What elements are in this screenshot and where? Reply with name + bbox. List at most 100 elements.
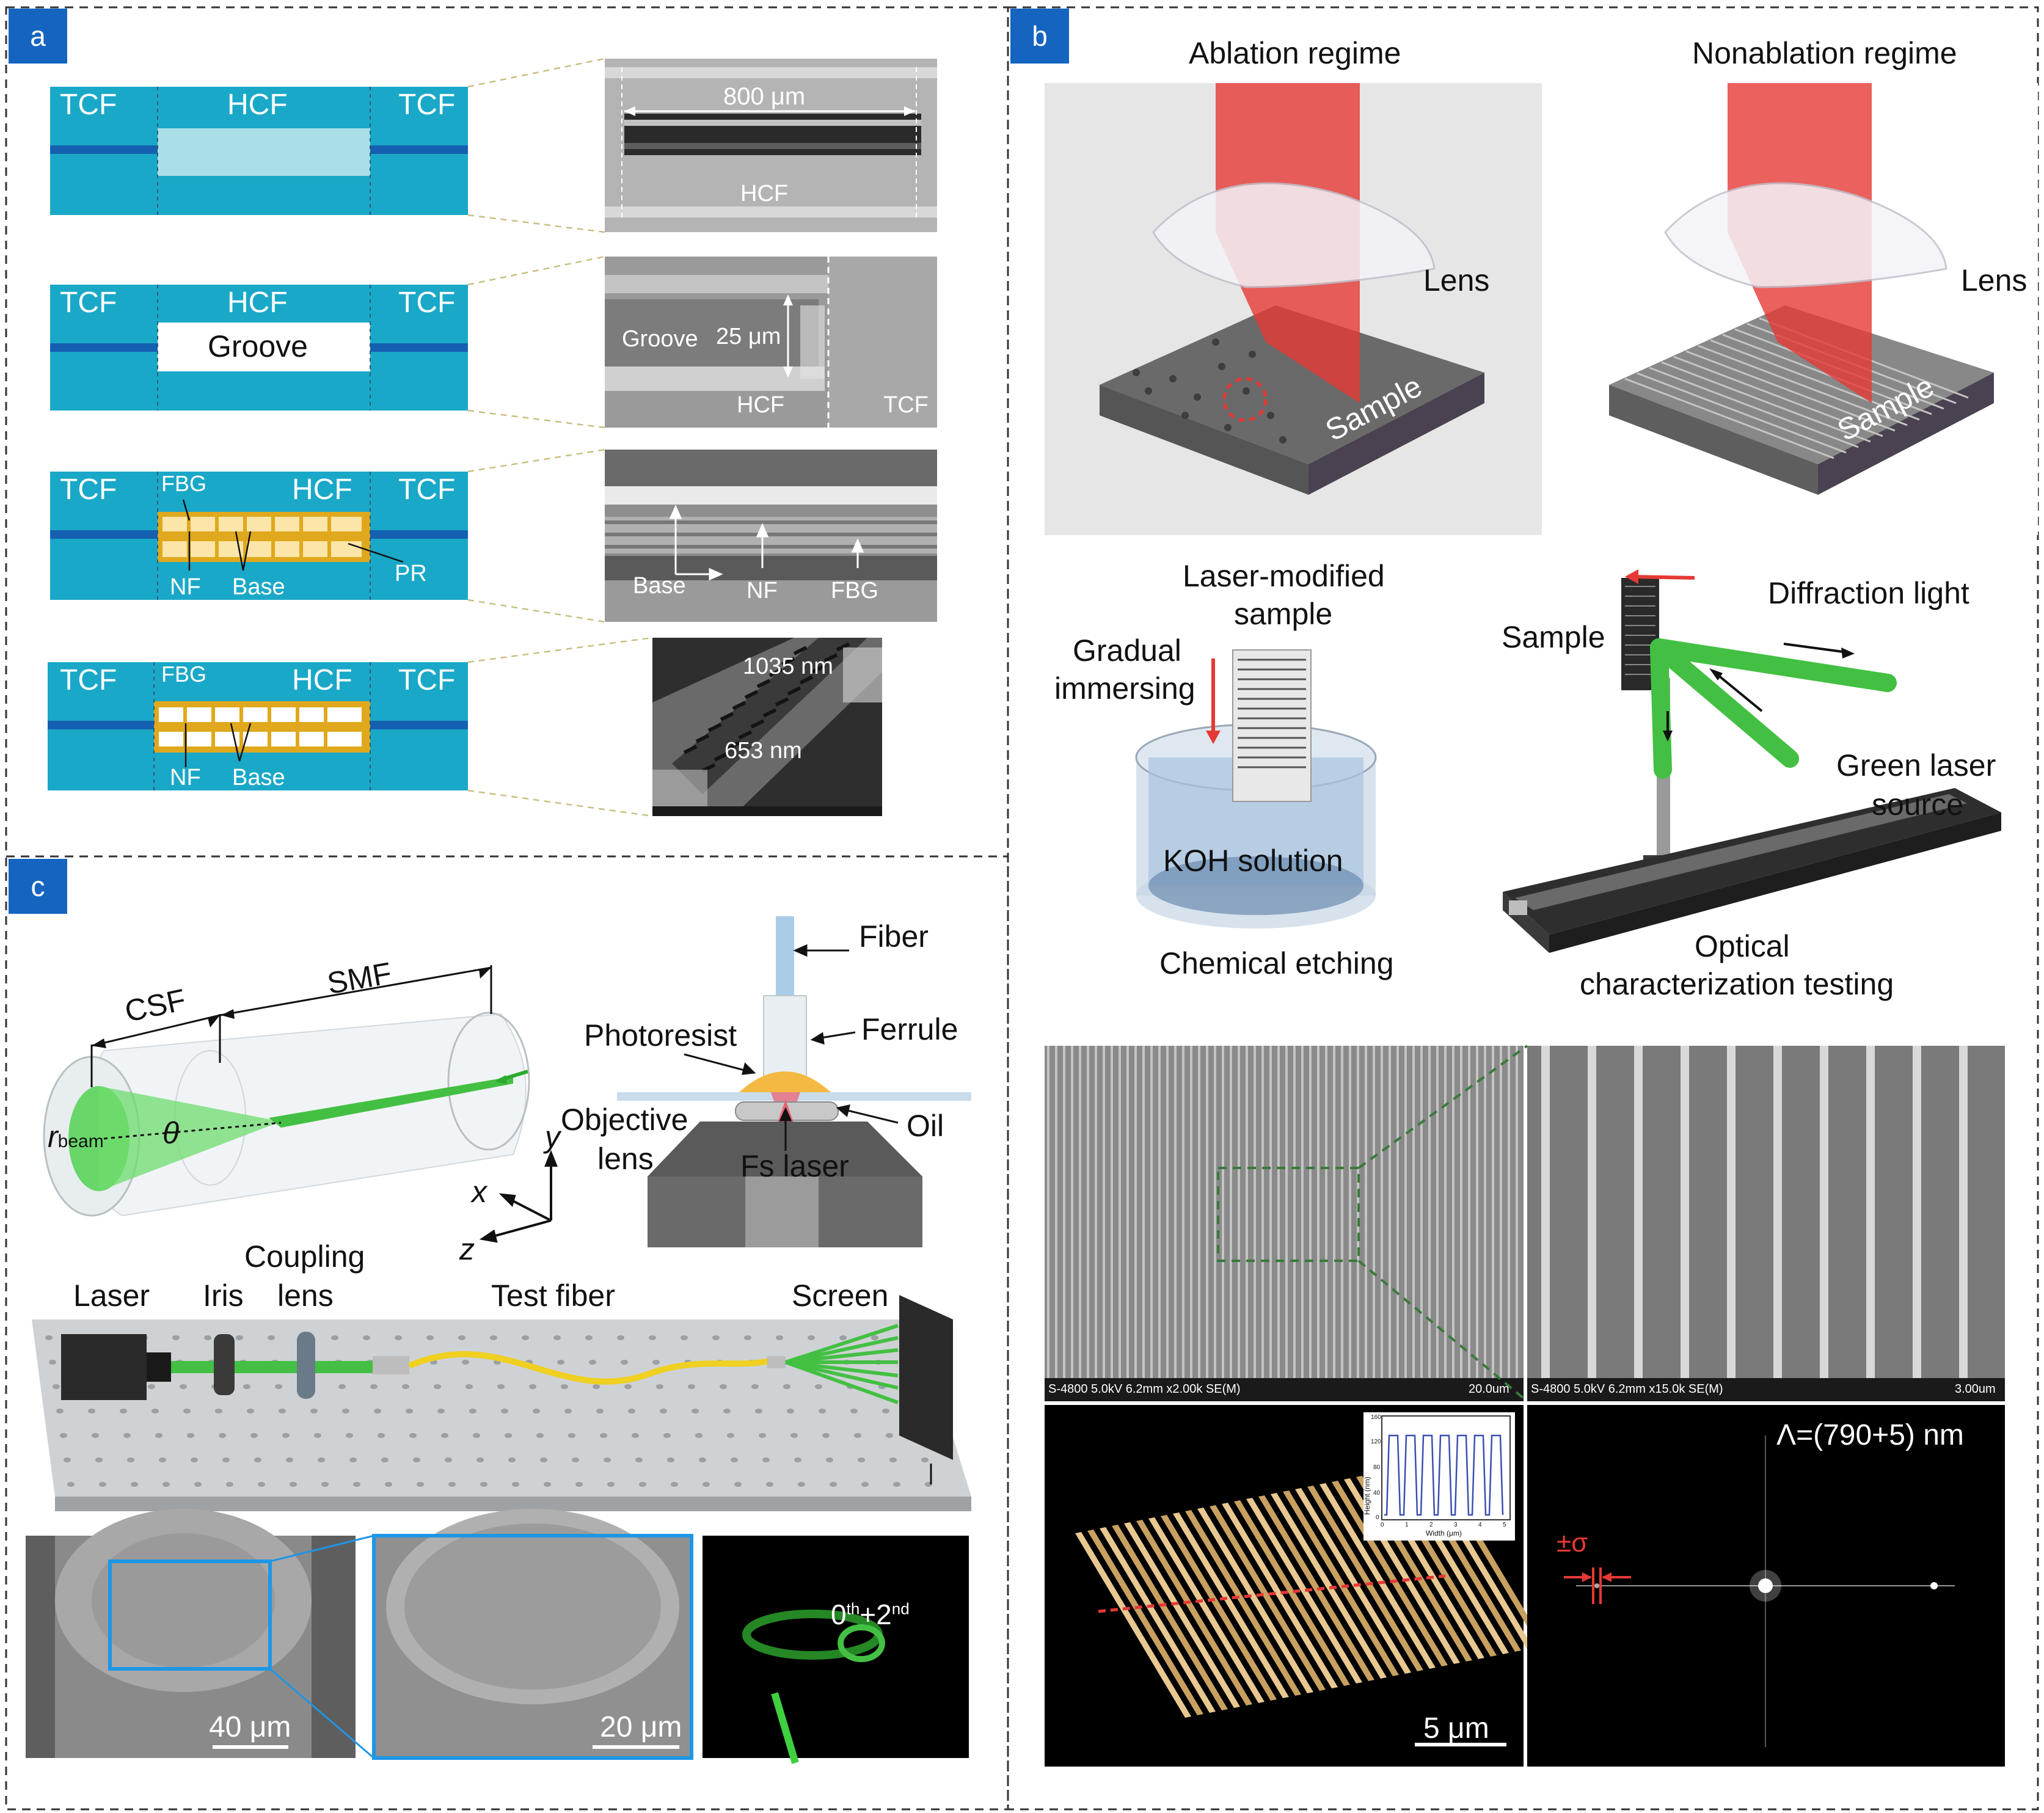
m1-length: 800 μm xyxy=(723,83,806,110)
afm-image xyxy=(1045,1405,1546,1767)
laser-modified-1: Laser-modified xyxy=(1183,559,1385,593)
afm-xtick-5: 5 xyxy=(1503,1522,1506,1528)
koh-label: KOH solution xyxy=(1163,844,1343,878)
panel-b-tag: b xyxy=(1010,9,1069,64)
optical-table xyxy=(32,1295,971,1511)
ablation-illustration xyxy=(1045,83,1542,535)
r-beam-label: rbeam xyxy=(48,1120,104,1154)
setup-screen: Screen xyxy=(792,1279,889,1313)
d4-left: TCF xyxy=(60,664,117,696)
fiber-diagram-2 xyxy=(50,285,468,410)
gradual-1: Gradual xyxy=(1073,633,1181,668)
m2-groove: Groove xyxy=(622,326,698,352)
panel-a-tag: a xyxy=(9,9,67,64)
d3-mid: HCF xyxy=(292,473,352,506)
d1-mid: HCF xyxy=(227,89,288,121)
axis-z-label: z xyxy=(459,1232,475,1266)
r-beam-sub: beam xyxy=(57,1131,104,1151)
sem-scale-left: 20.0um xyxy=(1469,1382,1509,1396)
d1-right: TCF xyxy=(398,89,456,121)
micrograph-1 xyxy=(605,59,937,232)
micrograph-4 xyxy=(652,638,882,816)
d2-left: TCF xyxy=(60,286,117,319)
afm-xtick-2: 2 xyxy=(1429,1522,1433,1528)
objective-label-2: lens xyxy=(597,1142,654,1176)
afm-xtick-1: 1 xyxy=(1405,1522,1409,1528)
d1-left: TCF xyxy=(60,89,117,121)
optical-caption-2: characterization testing xyxy=(1580,967,1894,1001)
ferrule-label: Ferrule xyxy=(861,1012,958,1046)
axis-x-label: x xyxy=(472,1175,487,1209)
m3-nf: NF xyxy=(746,578,778,604)
afm-ytick-160: 160 xyxy=(1371,1414,1381,1421)
afm-ytick-40: 40 xyxy=(1373,1490,1381,1497)
sem-image-left xyxy=(1045,1045,1528,1403)
afm-inset-xlabel: Width (μm) xyxy=(1426,1529,1462,1538)
m2-depth: 25 μm xyxy=(716,324,781,349)
groove-label: Groove xyxy=(208,329,308,363)
m1-hcf: HCF xyxy=(740,181,789,206)
fft-image xyxy=(1527,1405,2005,1767)
afm-ytick-120: 120 xyxy=(1371,1439,1381,1445)
ablation-title: Ablation regime xyxy=(1189,36,1401,70)
chemical-etching-illustration xyxy=(1135,649,1377,928)
d4-right: TCF xyxy=(398,664,456,696)
m3-base: Base xyxy=(633,573,686,599)
afm-ytick-0: 0 xyxy=(1376,1514,1379,1521)
optical-sample-label: Sample xyxy=(1502,620,1605,654)
sem-info-left: S-4800 5.0kV 6.2mm x2.00k SE(M) xyxy=(1048,1382,1241,1396)
diffraction-order-label: 0th+2nd xyxy=(831,1599,910,1630)
setup-coupling-2: lens xyxy=(277,1279,334,1313)
panel-c-tag: c xyxy=(9,859,67,914)
d4-base: Base xyxy=(232,765,285,790)
fiber-sem-1 xyxy=(26,1509,356,1758)
d4-fbg: FBG xyxy=(161,662,207,687)
axes-icon xyxy=(479,1150,558,1243)
d2-right: TCF xyxy=(398,286,456,319)
afm-scale: 5 μm xyxy=(1423,1712,1489,1745)
fiber-sem-2 xyxy=(372,1509,693,1760)
afm-xtick-4: 4 xyxy=(1478,1522,1482,1528)
photoresist-label: Photoresist xyxy=(584,1018,737,1052)
theta-label: θ xyxy=(162,1116,180,1150)
writing-setup xyxy=(617,916,971,1247)
green-laser-2: source xyxy=(1872,787,1964,822)
setup-test-fiber: Test fiber xyxy=(491,1279,615,1313)
scale-20um: 20 μm xyxy=(600,1711,682,1743)
nonablation-title: Nonablation regime xyxy=(1692,36,1957,70)
sem-scale-right: 3.00um xyxy=(1955,1382,1996,1396)
lens-label-2: Lens xyxy=(1961,263,2028,297)
d3-left: TCF xyxy=(60,473,117,506)
gradual-2: immersing xyxy=(1054,671,1195,706)
objective-label-1: Objective xyxy=(561,1103,688,1137)
m2-hcf: HCF xyxy=(737,392,785,418)
oil-label: Oil xyxy=(907,1109,944,1143)
fft-period: Λ=(790+5) nm xyxy=(1776,1419,1964,1451)
micrograph-3 xyxy=(605,450,937,622)
setup-iris-label: Iris xyxy=(203,1279,244,1313)
m4-d2: 653 nm xyxy=(725,738,802,764)
fiber-cylinder xyxy=(43,965,530,1217)
afm-xtick-3: 3 xyxy=(1454,1522,1458,1528)
d3-pr: PR xyxy=(395,561,427,586)
fiber-diagram-3 xyxy=(50,472,468,600)
afm-ytick-80: 80 xyxy=(1373,1464,1381,1471)
laser-modified-2: sample xyxy=(1234,597,1333,631)
optical-caption-1: Optical xyxy=(1695,929,1790,963)
diffraction-screen-image xyxy=(703,1536,969,1764)
fs-laser-label: Fs laser xyxy=(740,1149,849,1183)
fiber-label: Fiber xyxy=(859,919,929,954)
d2-mid: HCF xyxy=(227,286,288,319)
d3-fbg: FBG xyxy=(161,471,207,496)
optical-testing-illustration xyxy=(1503,569,2001,953)
d4-nf: NF xyxy=(170,765,201,790)
afm-xtick-0: 0 xyxy=(1381,1522,1384,1528)
d3-base: Base xyxy=(232,574,285,600)
lens-label-1: Lens xyxy=(1423,263,1490,297)
green-laser-1: Green laser xyxy=(1836,748,1996,782)
diffraction-label: Diffraction light xyxy=(1768,576,1969,610)
